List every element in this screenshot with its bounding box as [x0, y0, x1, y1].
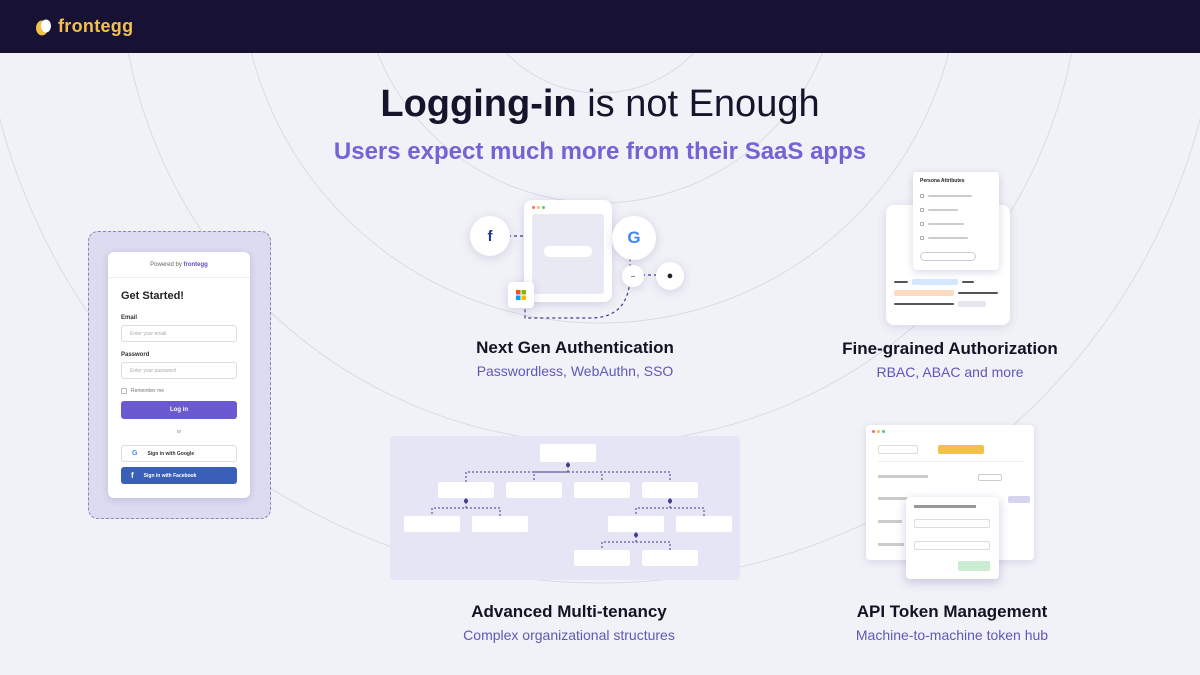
search-field: [878, 445, 918, 454]
create-button: [958, 561, 990, 571]
add-attribute-button: [920, 252, 976, 261]
table-row: [878, 543, 904, 546]
email-field[interactable]: Enter your email: [121, 325, 237, 342]
generate-token-button: [938, 445, 984, 454]
email-label: Email: [121, 315, 138, 321]
page-subheadline: Users expect much more from their SaaS a…: [333, 138, 867, 165]
feature-subtitle-multitenancy: Complex organizational structures: [463, 627, 675, 643]
headline-bold: Logging-in: [380, 83, 577, 125]
microsoft-icon: [508, 282, 534, 308]
egg-icon: [34, 17, 54, 37]
remember-label: Remember me: [131, 388, 165, 394]
table-row: [878, 520, 902, 523]
connector-node: −: [622, 265, 644, 287]
attribute-row: [920, 236, 968, 240]
login-card: Powered by frontegg Get Started! Email E…: [108, 252, 250, 498]
attribute-row: [920, 222, 964, 226]
feature-title-multitenancy: Advanced Multi-tenancy: [471, 602, 667, 621]
table-row: [878, 497, 908, 500]
modal-field: [914, 519, 990, 528]
create-token-modal: [906, 497, 999, 579]
phone-screen: [532, 214, 604, 294]
tenancy-tree: [404, 444, 732, 566]
facebook-icon: f: [470, 216, 510, 256]
feature-subtitle-authorization: RBAC, ABAC and more: [876, 364, 1024, 380]
policy-row: [894, 301, 986, 307]
remember-checkbox[interactable]: [121, 388, 127, 394]
remember-me[interactable]: Remember me: [121, 388, 164, 394]
attribute-row: [920, 194, 972, 198]
password-field[interactable]: Enter your password: [121, 362, 237, 379]
login-button[interactable]: Log in: [121, 401, 237, 419]
google-button-label: Sign in with Google: [147, 450, 195, 457]
powered-by: Powered by frontegg: [108, 262, 250, 268]
feature-subtitle-api-tokens: Machine-to-machine token hub: [855, 627, 1049, 643]
popup-title: Persona Attributes: [920, 178, 965, 184]
google-icon: G: [612, 216, 656, 260]
modal-title: [914, 505, 976, 508]
powered-by-brand: frontegg: [183, 262, 208, 268]
phone-input: [544, 246, 592, 257]
facebook-icon: f: [131, 471, 134, 480]
google-signin-button[interactable]: G Sign in with Google: [121, 445, 237, 462]
policy-row: [894, 279, 974, 285]
github-icon: ●: [656, 262, 684, 290]
feature-subtitle-authentication: Passwordless, WebAuthn, SSO: [476, 363, 674, 379]
top-bar: frontegg: [0, 0, 1200, 53]
powered-by-text: Powered by: [150, 262, 182, 268]
brand-name: frontegg: [58, 16, 134, 36]
or-divider: or: [176, 429, 182, 435]
password-label: Password: [121, 352, 150, 358]
feature-title-authorization: Fine-grained Authorization: [842, 339, 1058, 358]
table-row-badge: [978, 474, 1002, 481]
feature-title-api-tokens: API Token Management: [856, 602, 1048, 621]
facebook-signin-button[interactable]: f Sign in with Facebook: [121, 467, 237, 484]
feature-title-authentication: Next Gen Authentication: [476, 338, 674, 357]
modal-field: [914, 541, 990, 550]
page-headline: Logging-in is not Enough: [0, 83, 1200, 126]
table-row-badge: [1008, 496, 1030, 503]
google-icon: G: [132, 450, 138, 457]
auth-phone-mockup: [524, 200, 612, 302]
divider: [108, 277, 250, 278]
headline-rest: is not Enough: [576, 83, 820, 125]
facebook-button-label: Sign in with Facebook: [143, 472, 197, 479]
table-row: [878, 475, 928, 478]
login-title: Get Started!: [121, 290, 184, 302]
window-dots: [532, 206, 545, 209]
window-dots: [872, 430, 885, 433]
brand-logo[interactable]: frontegg: [34, 16, 133, 37]
policy-row: [894, 290, 998, 296]
attribute-row: [920, 208, 958, 212]
persona-attributes-popup: Persona Attributes: [913, 172, 999, 270]
table-header-line: [878, 461, 1024, 462]
